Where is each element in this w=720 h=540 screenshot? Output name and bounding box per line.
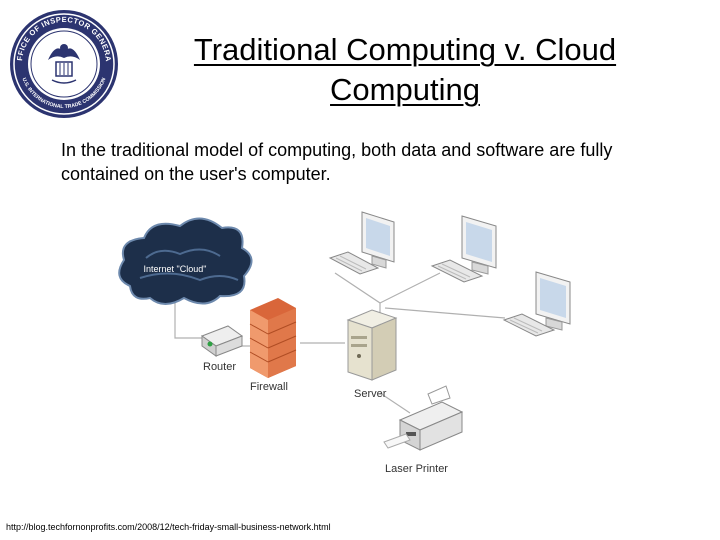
printer-icon: Laser Printer xyxy=(383,385,464,475)
slide-body-text: In the traditional model of computing, b… xyxy=(61,140,613,184)
server-icon: Server xyxy=(346,309,398,400)
oig-seal-logo: OFFICE OF INSPECTOR GENERAL U.S. INTERNA… xyxy=(5,1,120,120)
source-link[interactable]: http://blog.techfornonprofits.com/2008/1… xyxy=(6,522,331,532)
firewall-label: Firewall xyxy=(250,381,288,393)
workstation-monitor-icon xyxy=(502,271,571,337)
firewall-icon: Firewall xyxy=(249,298,297,393)
cloud-label: Internet "Cloud" xyxy=(144,264,207,274)
router-icon: Router xyxy=(200,325,244,373)
workstation-monitor-icon xyxy=(430,215,497,283)
router-label: Router xyxy=(203,361,236,373)
server-label: Server xyxy=(354,388,387,400)
cloud-icon: Internet "Cloud" xyxy=(118,217,253,305)
workstation-monitor-icon xyxy=(328,211,395,275)
slide-title: Traditional Computing v. Cloud Computing xyxy=(193,32,617,107)
network-diagram: Internet "Cloud" Router Firewall xyxy=(110,198,620,488)
printer-label: Laser Printer xyxy=(385,463,448,475)
